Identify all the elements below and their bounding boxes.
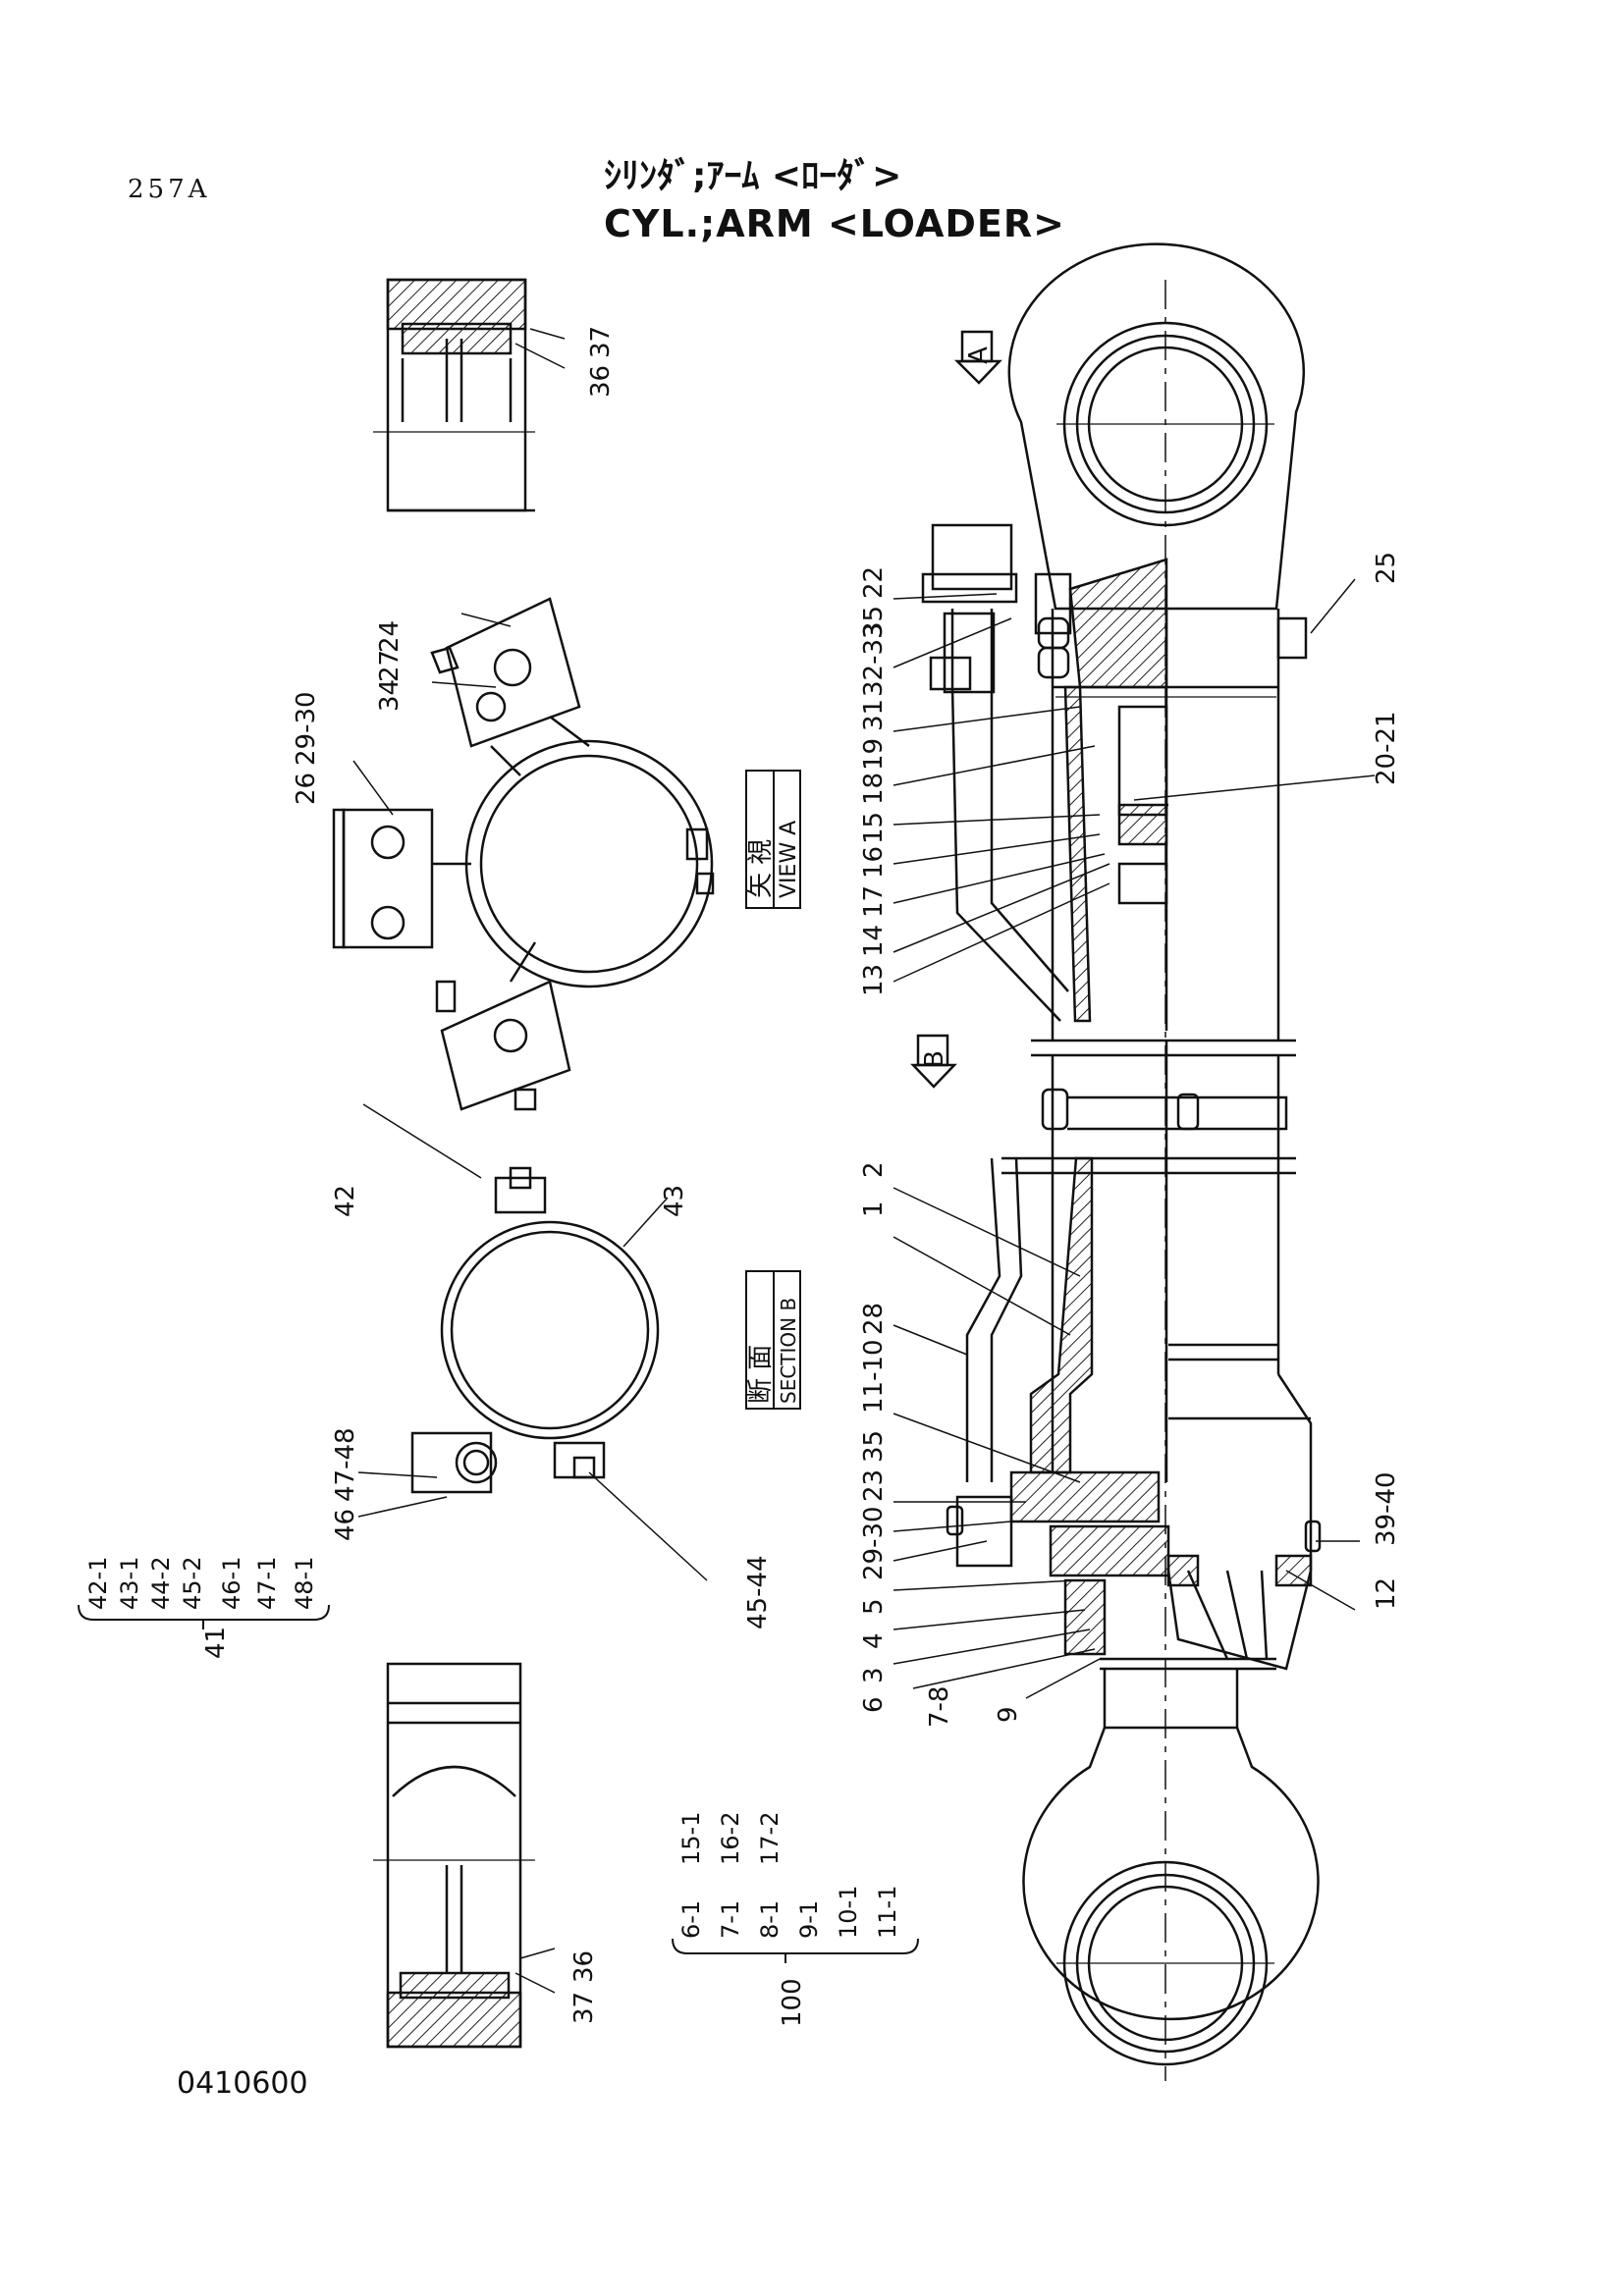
title-english: CYL.;ARM <LOADER>	[604, 202, 1065, 245]
callout-20-21: 20-21	[1372, 711, 1401, 785]
kit-100-item: 11-1	[874, 1886, 901, 1939]
main-cylinder	[921, 242, 1322, 2081]
callout-43: 43	[660, 1185, 689, 1217]
kit-41-item: 47-1	[253, 1557, 281, 1610]
kit-100-item: 8-1	[756, 1900, 784, 1939]
callout-45-44: 45-44	[743, 1555, 773, 1629]
callout-25: 25	[1372, 552, 1401, 584]
callout-27: 27	[375, 650, 405, 682]
callout-39-40: 39-40	[1372, 1471, 1401, 1546]
view-a-drawing	[332, 597, 715, 1111]
kit-100-item: 15-1	[677, 1812, 705, 1865]
callout-15: 15	[859, 812, 889, 844]
callout-46: 46	[331, 1509, 360, 1541]
kit-100-item: 9-1	[795, 1900, 823, 1939]
callout-17: 17	[859, 885, 889, 918]
view-a-label-en: VIEW A	[777, 821, 801, 898]
callout-42: 42	[331, 1185, 360, 1217]
section-b-label-jp: 断 面	[746, 1345, 776, 1404]
callout-24: 24	[375, 620, 405, 653]
callout-11-10: 11-10	[859, 1339, 889, 1414]
callout-23: 23	[859, 1469, 889, 1502]
leader-lines	[352, 328, 1376, 1994]
callout-13: 13	[859, 964, 889, 996]
callout-37-top: 37	[586, 326, 616, 358]
bushing-section-top	[373, 278, 535, 512]
callout-34: 34	[375, 679, 405, 712]
callout-3: 3	[859, 1667, 889, 1683]
callout-6: 6	[859, 1696, 889, 1713]
kit-100-item: 17-2	[756, 1812, 784, 1865]
kit-41-item: 44-2	[147, 1557, 175, 1610]
callout-14: 14	[859, 925, 889, 957]
callout-28: 28	[859, 1303, 889, 1335]
document-number: 0410600	[177, 2066, 308, 2101]
view-marker-a	[953, 330, 1002, 385]
callout-18: 18	[859, 773, 889, 805]
view-marker-b	[910, 1034, 957, 1089]
callout-35-top: 35	[859, 606, 889, 638]
callout-19: 19	[859, 738, 889, 771]
title-japanese: ｼﾘﾝﾀﾞ;ｱｰﾑ <ﾛｰﾀﾞ>	[604, 156, 902, 196]
callout-35-bottom: 35	[859, 1430, 889, 1463]
view-a-label-jp: 矢 視	[746, 839, 776, 898]
callout-4: 4	[859, 1632, 889, 1649]
kit-100-item: 6-1	[677, 1900, 705, 1939]
callout-26: 26	[292, 773, 321, 805]
callout-31: 31	[859, 699, 889, 731]
callout-7-8: 7-8	[925, 1686, 954, 1728]
callout-12: 12	[1372, 1577, 1401, 1610]
kit-41-item: 43-1	[116, 1557, 143, 1610]
callout-36-top: 36	[586, 365, 616, 398]
callout-16: 16	[859, 846, 889, 879]
kit-100-item: 10-1	[835, 1886, 862, 1939]
callout-9: 9	[994, 1706, 1023, 1723]
kit-41-item: 42-1	[84, 1557, 112, 1610]
callout-37-bottom: 37	[569, 1992, 599, 2024]
callout-36-bottom: 36	[569, 1950, 599, 1983]
callout-47-48: 47-48	[331, 1427, 360, 1502]
kit-100-item: 7-1	[717, 1900, 744, 1939]
callout-29-30-bottom: 29-30	[859, 1506, 889, 1580]
view-marker-a-label: A	[964, 347, 994, 364]
kit-100-item: 16-2	[717, 1812, 744, 1865]
callout-2: 2	[859, 1161, 889, 1178]
bushing-section-bottom	[373, 1662, 535, 2049]
callout-1: 1	[859, 1201, 889, 1217]
callout-5: 5	[859, 1598, 889, 1615]
callout-22: 22	[859, 566, 889, 599]
callout-32-33: 32-33	[859, 622, 889, 697]
page-number: 257A	[128, 175, 211, 204]
kit-41-item: 45-2	[179, 1557, 206, 1610]
section-b-drawing	[410, 1166, 660, 1494]
kit-41-number: 41	[201, 1627, 231, 1659]
kit-100-number: 100	[778, 1978, 807, 2027]
view-marker-b-label: B	[920, 1050, 949, 1068]
callout-29-30-top: 29-30	[292, 691, 321, 766]
kit-41-item: 48-1	[291, 1557, 318, 1610]
section-b-label-en: SECTION B	[777, 1298, 800, 1404]
kit-41-item: 46-1	[218, 1557, 245, 1610]
